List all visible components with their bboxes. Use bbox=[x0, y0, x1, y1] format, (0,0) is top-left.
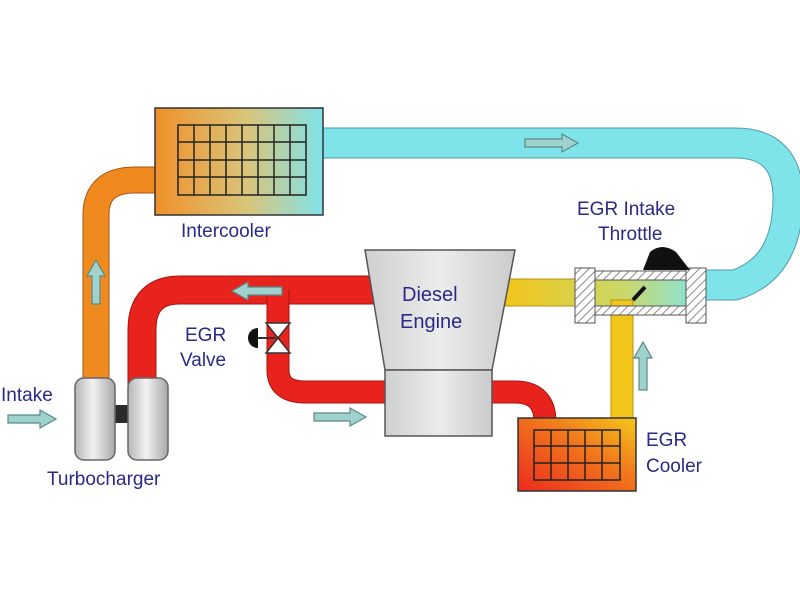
flow-arrow-icon bbox=[7, 408, 58, 430]
egr-return-pipe bbox=[610, 299, 634, 429]
flow-arrow-icon bbox=[313, 406, 368, 428]
throttle-actuator-icon bbox=[643, 247, 690, 270]
egr-valve bbox=[248, 322, 292, 354]
diesel-engine-label-line1: Diesel bbox=[402, 284, 458, 306]
egr-cooler bbox=[517, 417, 637, 492]
valve-actuator-icon bbox=[248, 328, 258, 348]
intercooler bbox=[154, 107, 324, 216]
intake-label: Intake bbox=[1, 385, 53, 406]
flow-arrow-icon bbox=[632, 340, 654, 391]
egr-intake-throttle-label-line2: Throttle bbox=[598, 224, 662, 245]
flow-arrow-icon bbox=[85, 258, 107, 305]
egr-intake-throttle-label-line1: EGR Intake bbox=[577, 199, 675, 220]
intercooler-label: Intercooler bbox=[181, 221, 271, 242]
flow-arrow-icon bbox=[524, 132, 580, 154]
intake-manifold-pipe bbox=[504, 278, 706, 307]
diesel-engine bbox=[364, 249, 516, 437]
flow-arrow-icon bbox=[230, 280, 283, 302]
egr-cooler-label-line2: Cooler bbox=[646, 456, 703, 477]
turbocharger-label: Turbocharger bbox=[47, 469, 161, 490]
egr-valve-label-line1: EGR bbox=[185, 325, 226, 346]
egr-valve-label-line2: Valve bbox=[180, 350, 226, 371]
egr-cooler-label-line1: EGR bbox=[646, 430, 687, 451]
diesel-engine-label-line2: Engine bbox=[400, 311, 462, 333]
turbocharger bbox=[74, 377, 169, 461]
egr-intake-throttle bbox=[574, 247, 707, 324]
